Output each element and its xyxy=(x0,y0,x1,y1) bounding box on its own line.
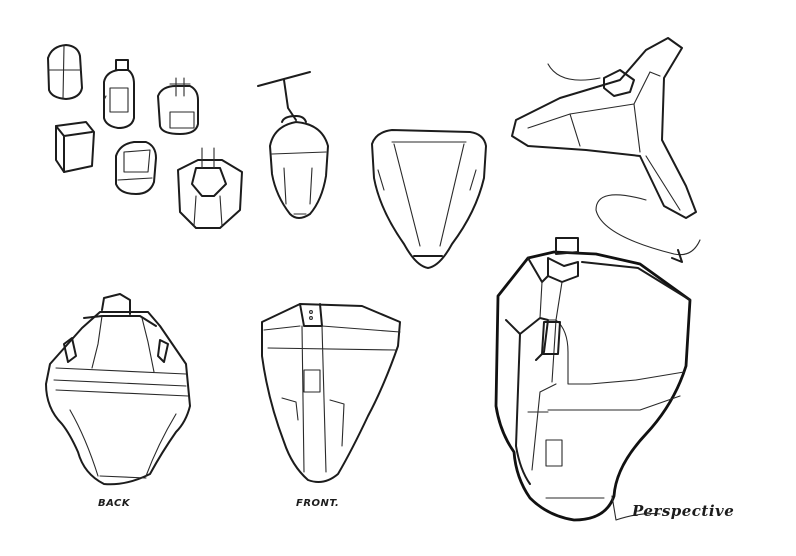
thumbnail-sketch-5 xyxy=(115,141,157,195)
perspective-view-label: Perspective xyxy=(632,502,735,520)
thumbnail-sketch-6 xyxy=(177,147,243,229)
antenna-pod-sketch xyxy=(257,71,329,219)
tripod-sketch xyxy=(511,37,701,263)
thumbnail-sketch-1 xyxy=(47,44,83,100)
perspective-view-sketch xyxy=(494,237,692,522)
shell-front-sketch xyxy=(371,129,487,269)
front-view-sketch xyxy=(261,303,401,483)
back-view-label: BACK xyxy=(98,498,131,509)
thumbnail-sketch-2 xyxy=(103,59,135,129)
thumbnail-sketch-3 xyxy=(157,77,199,135)
front-view-label: FRONT. xyxy=(296,498,340,509)
thumbnail-sketch-4 xyxy=(55,121,95,173)
back-view-sketch xyxy=(45,293,191,486)
